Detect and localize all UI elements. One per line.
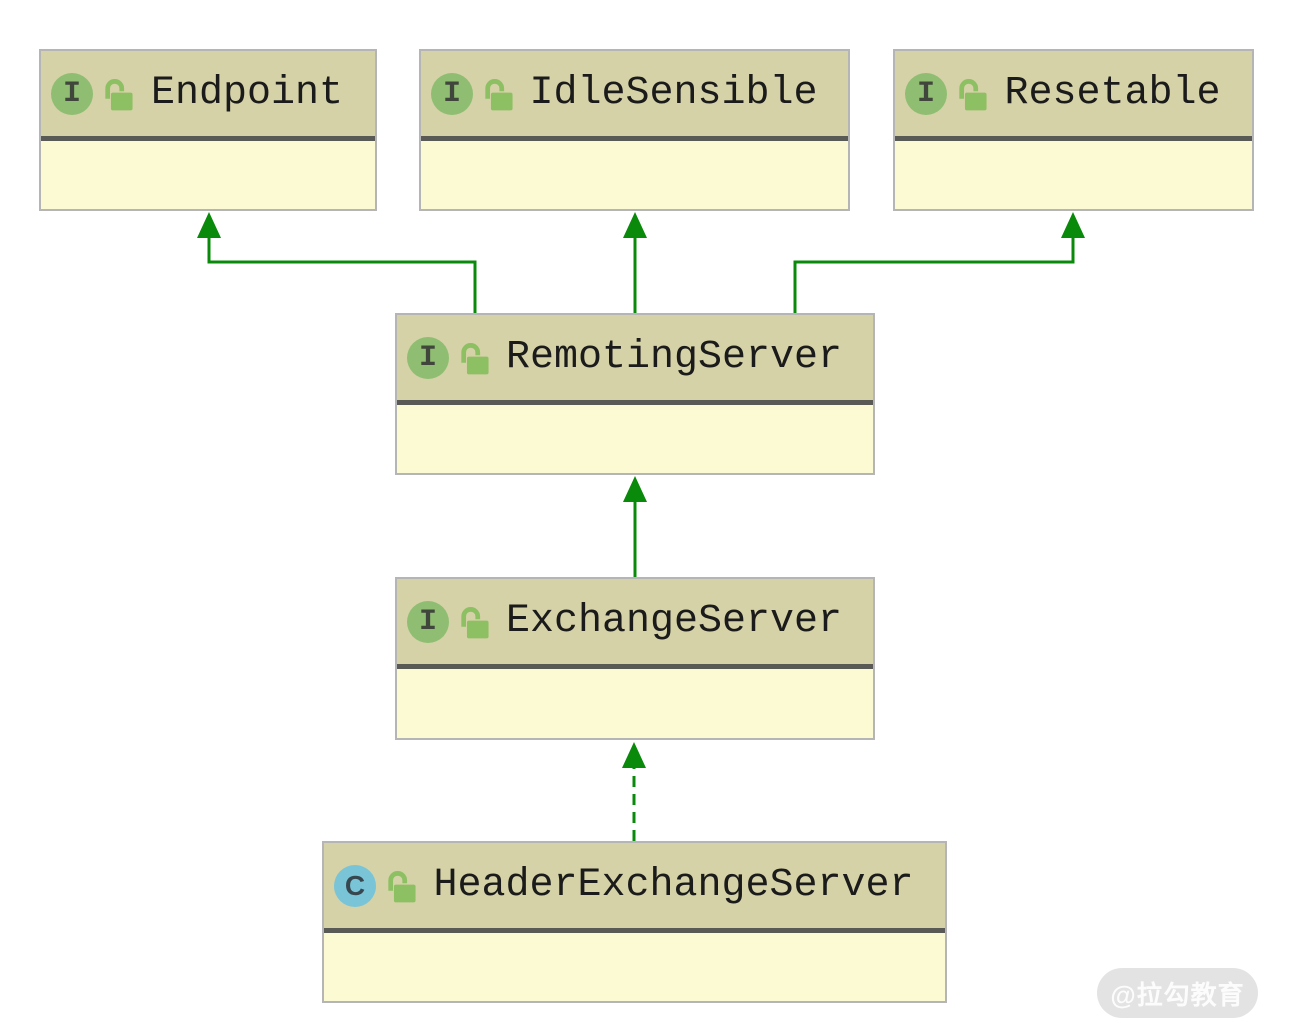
unlocked-padlock-icon (461, 342, 489, 374)
unlocked-padlock-icon (105, 78, 133, 110)
node-endpoint-header: I Endpoint (41, 51, 375, 141)
interface-icon: I (905, 72, 947, 115)
watermark-badge: @拉勾教育 (1097, 968, 1258, 1018)
node-headerexchangeserver[interactable]: C HeaderExchangeServer (322, 841, 947, 1003)
node-headerexchangeserver-label: HeaderExchangeServer (433, 862, 914, 908)
class-icon: C (334, 864, 376, 907)
unlocked-padlock-icon (959, 78, 987, 110)
edge-exchangeserver-remotingserver[interactable] (623, 476, 647, 577)
node-remotingserver[interactable]: I RemotingServer (395, 313, 875, 475)
unlocked-padlock-icon (485, 78, 513, 110)
node-resetable[interactable]: I Resetable (893, 49, 1254, 211)
node-endpoint-label: Endpoint (150, 70, 344, 116)
unlocked-padlock-icon (388, 870, 416, 902)
node-idlesensible-header: I IdleSensible (421, 51, 848, 141)
edge-remotingserver-idlesensible[interactable] (623, 212, 647, 313)
unlocked-padlock-icon (461, 606, 489, 638)
interface-icon: I (407, 600, 449, 643)
interface-icon: I (51, 72, 93, 115)
edge-headerexchangeserver-exchangeserver[interactable] (622, 742, 646, 841)
interface-icon: I (431, 72, 473, 115)
node-remotingserver-body (397, 405, 873, 473)
node-idlesensible-label: IdleSensible (529, 70, 818, 116)
node-exchangeserver-body (397, 669, 873, 738)
node-resetable-label: Resetable (1004, 70, 1221, 116)
node-endpoint-body (41, 141, 375, 209)
edge-remotingserver-endpoint[interactable] (197, 212, 477, 313)
node-exchangeserver-header: I ExchangeServer (397, 579, 873, 669)
edge-remotingserver-resetable[interactable] (793, 212, 1085, 313)
node-remotingserver-label: RemotingServer (505, 334, 843, 380)
node-headerexchangeserver-body (324, 933, 945, 1001)
node-exchangeserver-label: ExchangeServer (505, 598, 843, 644)
node-endpoint[interactable]: I Endpoint (39, 49, 377, 211)
node-resetable-header: I Resetable (895, 51, 1252, 141)
node-idlesensible[interactable]: I IdleSensible (419, 49, 850, 211)
interface-icon: I (407, 336, 449, 379)
node-idlesensible-body (421, 141, 848, 209)
node-remotingserver-header: I RemotingServer (397, 315, 873, 405)
node-resetable-body (895, 141, 1252, 209)
node-headerexchangeserver-header: C HeaderExchangeServer (324, 843, 945, 933)
node-exchangeserver[interactable]: I ExchangeServer (395, 577, 875, 740)
